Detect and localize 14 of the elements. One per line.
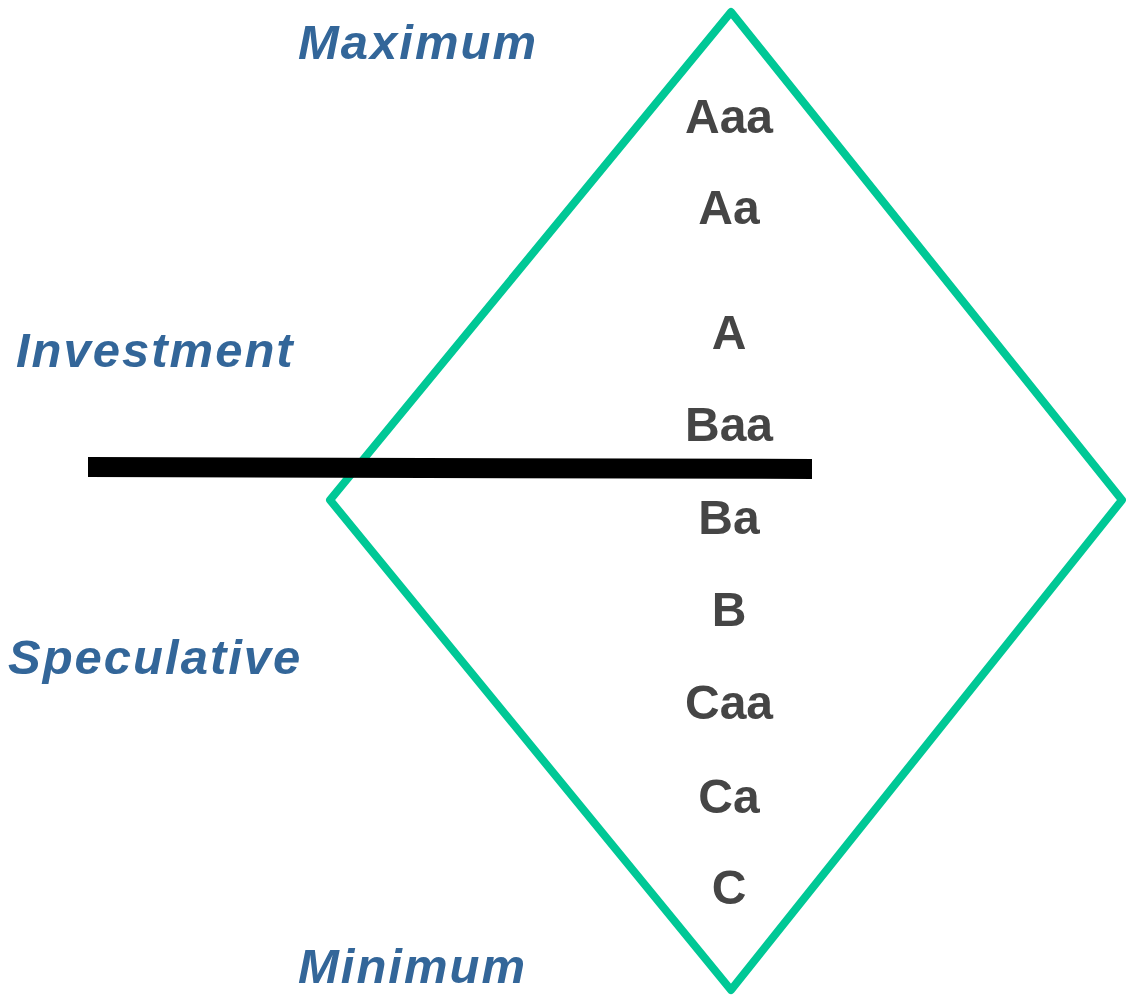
category-label: Investment bbox=[16, 322, 295, 378]
category-label: Maximum bbox=[298, 14, 538, 70]
rating-text: Aa bbox=[697, 180, 761, 236]
rating-text: Ba bbox=[697, 490, 761, 546]
rating-text: Caa bbox=[683, 675, 775, 731]
rating-text: Ca bbox=[697, 769, 761, 825]
rating-text: C bbox=[710, 860, 748, 916]
rating-text: Aaa bbox=[683, 89, 775, 145]
rating-text: Baa bbox=[683, 397, 775, 453]
category-label: Minimum bbox=[298, 938, 528, 994]
rating-text: B bbox=[710, 582, 748, 638]
category-label: Speculative bbox=[8, 629, 303, 685]
rating-text: A bbox=[710, 305, 748, 361]
divider-bar bbox=[88, 457, 812, 479]
